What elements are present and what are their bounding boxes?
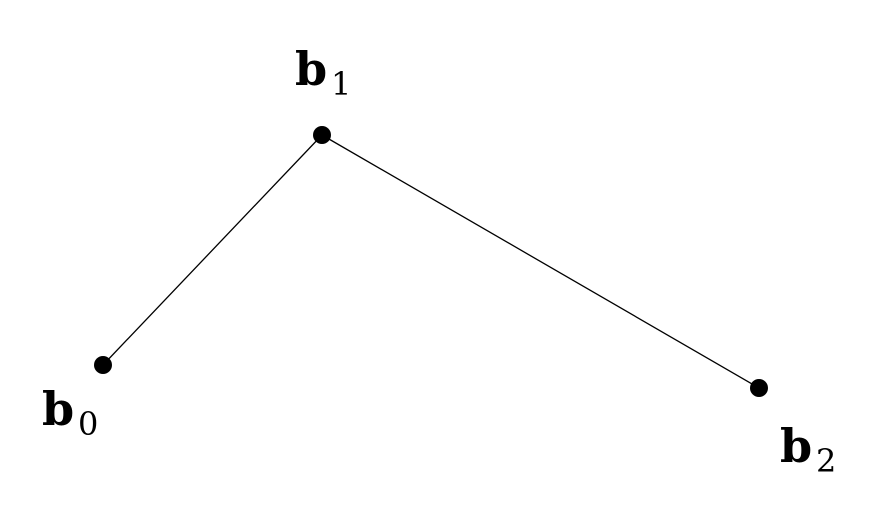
segment-b1-b2 — [321, 134, 760, 389]
label-b0-subscript: 0 — [78, 405, 98, 443]
point-b0 — [94, 356, 112, 374]
label-b1-name: b — [295, 42, 327, 96]
label-b0-name: b — [42, 382, 74, 436]
segment-b0-b1 — [102, 134, 323, 366]
label-b2: b 2 — [780, 419, 836, 480]
label-b2-subscript: 2 — [816, 442, 836, 480]
label-b1-subscript: 1 — [331, 65, 351, 103]
label-b0: b 0 — [42, 382, 98, 443]
point-b1 — [313, 126, 331, 144]
label-b2-name: b — [780, 419, 812, 473]
point-b2 — [750, 379, 768, 397]
label-b1: b 1 — [295, 42, 351, 103]
